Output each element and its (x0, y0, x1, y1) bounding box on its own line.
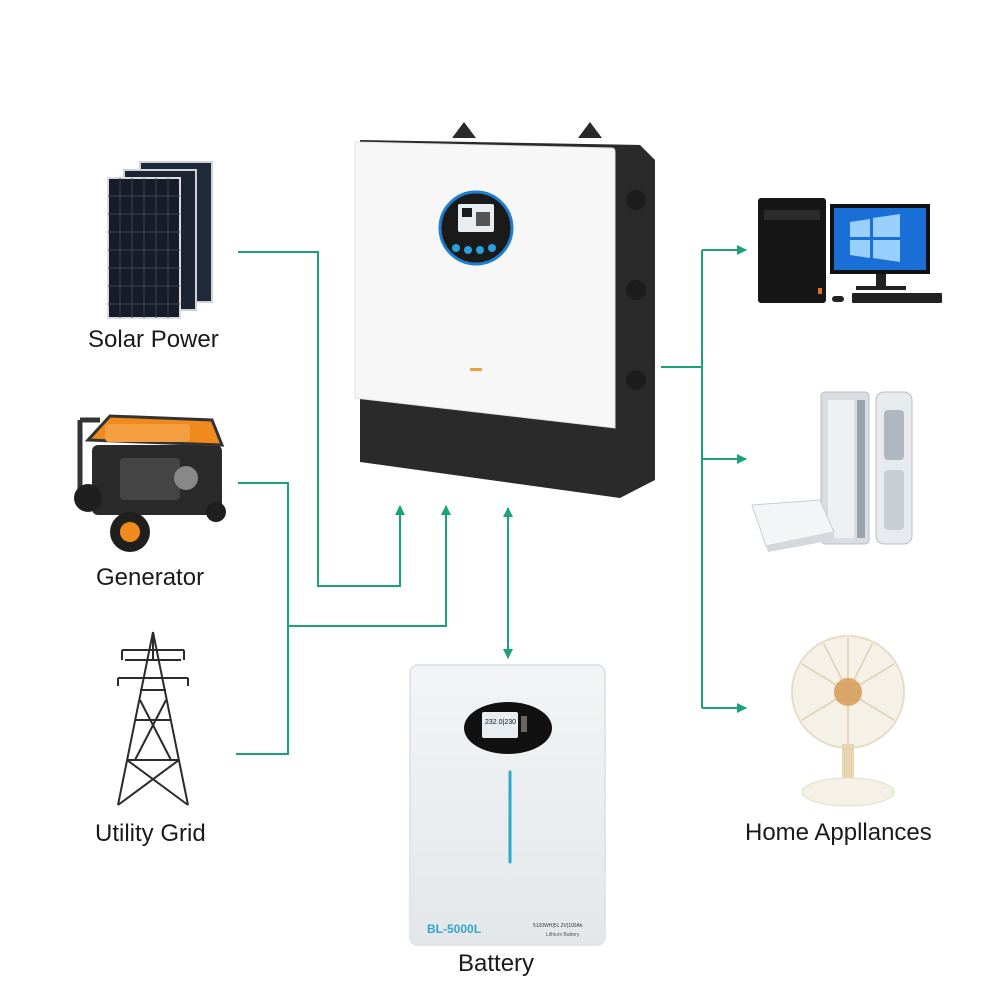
generator-label: Generator (96, 564, 205, 591)
generator-flow-line (238, 482, 289, 626)
grid-flow-line (236, 626, 289, 755)
flow-lines (236, 245, 747, 755)
battery-label: Battery (458, 950, 535, 977)
battery-spec-text: 5120WH|51.2V|100Ah (533, 923, 583, 929)
home-appliances-label: Home Appllances (745, 819, 932, 846)
lithium-battery-icon: 232.0|230 BL-5000L 5120WH|51.2V|100Ah Li… (409, 664, 606, 946)
air-conditioner-icon (751, 391, 913, 552)
desk-fan-icon (791, 635, 905, 807)
solar-flow-line (238, 251, 405, 587)
battery-type-text: Lithium Battery (546, 932, 580, 938)
desktop-computer-icon (758, 198, 942, 303)
transmission-tower-icon (117, 631, 189, 806)
battery-screen-readout: 232.0|230 (485, 719, 516, 726)
utility-grid-label: Utility Grid (95, 820, 206, 847)
gen-grid-flow-line (288, 505, 451, 627)
battery-model-text: BL-5000L (427, 922, 481, 936)
generator-icon (74, 414, 226, 552)
solar-panel-icon (107, 161, 213, 319)
solar-power-label: Solar Power (88, 326, 219, 353)
hybrid-inverter-icon (354, 122, 655, 498)
